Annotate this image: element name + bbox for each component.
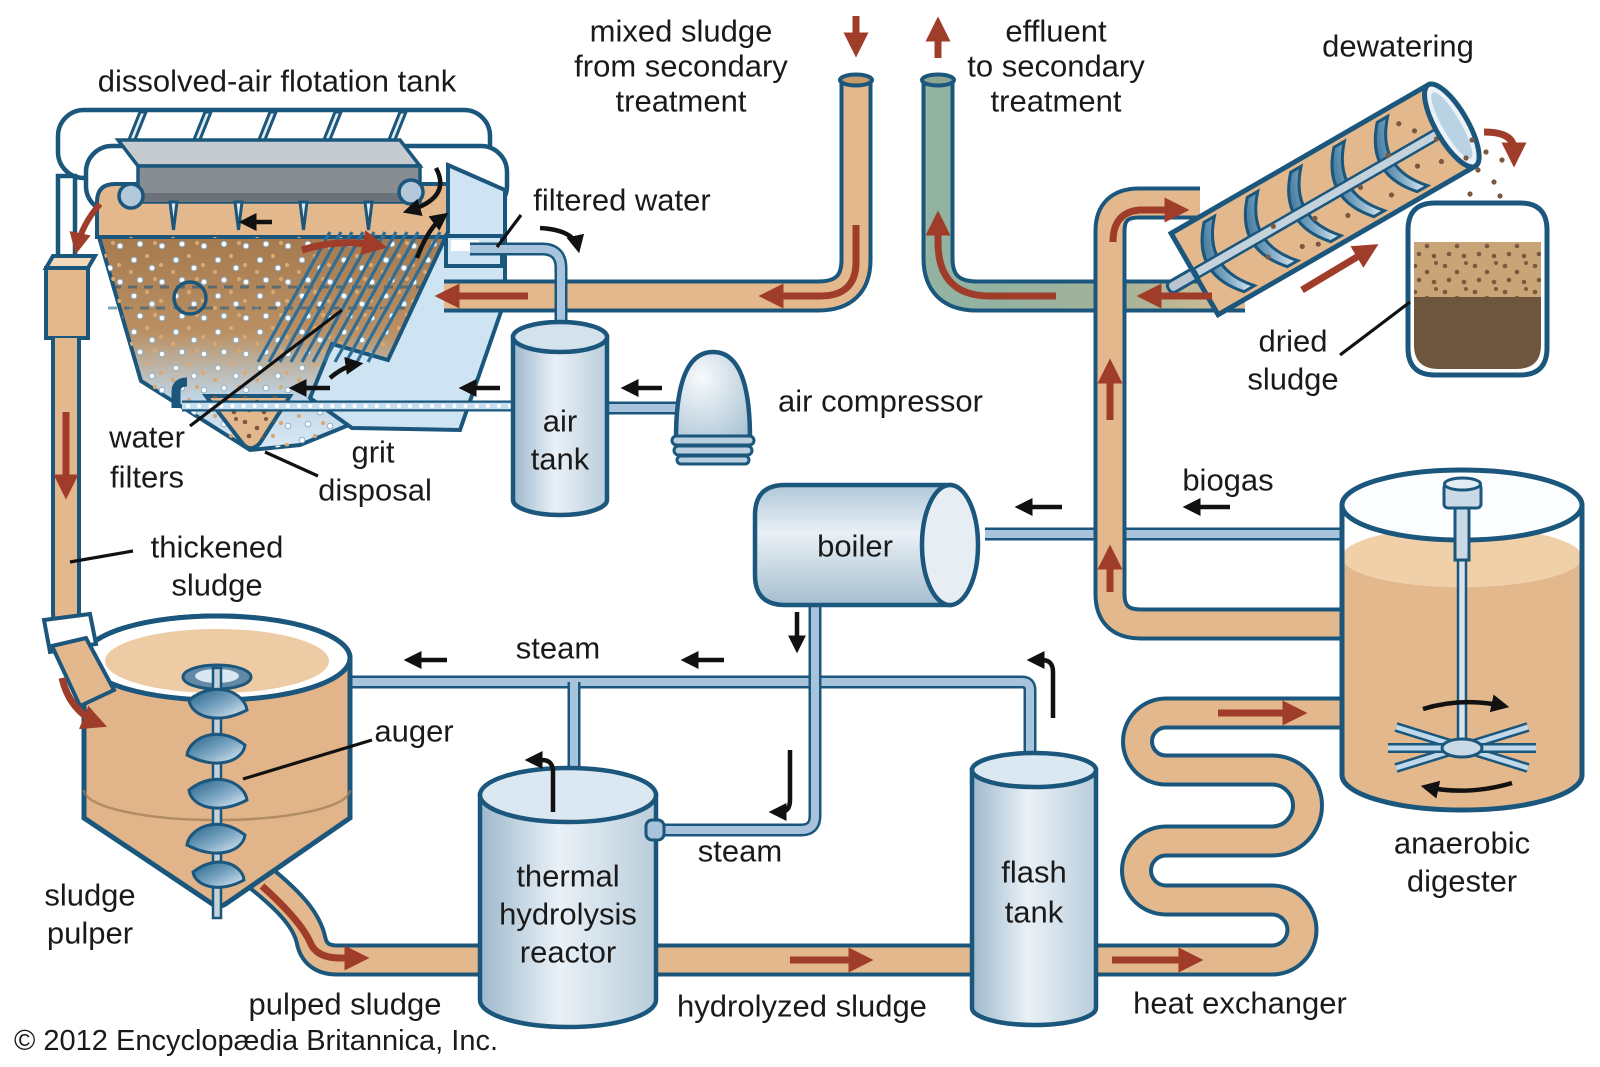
curve-arrow-filter — [328, 356, 364, 380]
flow-arrow-drop — [1483, 128, 1527, 168]
curve-arrow-belt-end — [402, 166, 443, 217]
label-reactor-3: reactor — [520, 935, 616, 970]
label-credit: © 2012 Encyclopædia Britannica, Inc. — [14, 1025, 498, 1057]
label-effluent-1: effluent — [1005, 14, 1107, 49]
arrows — [53, 16, 1527, 973]
label-digester-2: digester — [1407, 864, 1517, 899]
air-tank — [510, 319, 610, 518]
callout-thickened — [69, 549, 134, 564]
steam-nozzle — [644, 818, 666, 842]
label-mixed-sludge-1: mixed sludge — [590, 14, 773, 49]
flow-arrow-into-pulper — [58, 677, 108, 730]
callout-dried — [1339, 300, 1411, 357]
hook-arrow-flash — [1026, 651, 1056, 718]
label-pulped-sludge: pulped sludge — [248, 987, 441, 1022]
label-pulper-1: sludge — [44, 878, 135, 913]
label-flash-1: flash — [1001, 855, 1066, 890]
flow-arrow-effluent-up — [925, 210, 1056, 300]
flotation-tank — [42, 107, 510, 453]
label-flash-2: tank — [1005, 895, 1064, 930]
belt-roller-left — [117, 182, 145, 210]
label-reactor-1: thermal — [516, 859, 619, 894]
label-air-tank-2: tank — [531, 442, 590, 477]
thermal-hydrolysis-reactor — [477, 765, 666, 1030]
flow-arrow-scum — [300, 230, 388, 255]
label-grit-1: grit — [351, 435, 394, 470]
label-auger: auger — [374, 714, 453, 749]
flow-arrow-pulped — [259, 883, 370, 971]
label-dewatering: dewatering — [1322, 29, 1474, 64]
label-air-compressor: air compressor — [778, 384, 983, 419]
dewatering-conveyor — [1165, 81, 1511, 319]
label-thickened-1: thickened — [151, 530, 284, 565]
stirrer — [1388, 476, 1536, 773]
flash-tank — [969, 750, 1099, 1028]
flow-arrow-conveyor — [1300, 244, 1379, 294]
belt-roller-right — [397, 178, 425, 206]
callout-water-filters — [189, 308, 343, 428]
label-hydrolyzed-sludge: hydrolyzed sludge — [677, 989, 927, 1024]
flow-arrow-riser-top — [1109, 197, 1190, 243]
label-effluent-3: treatment — [991, 84, 1122, 119]
air-nozzle — [171, 377, 188, 408]
label-heat-exchanger: heat exchanger — [1133, 986, 1347, 1021]
label-steam-main: steam — [516, 631, 600, 666]
callout-filtered-water — [495, 214, 523, 248]
label-water-filters-2: filters — [110, 460, 184, 495]
label-steam-inlet: steam — [698, 834, 782, 869]
label-digester-1: anaerobic — [1394, 826, 1530, 861]
filtered-water-pipe — [470, 242, 568, 332]
labels: dissolved-air flotation tank mixed sludg… — [14, 14, 1530, 1058]
callout-auger — [242, 738, 373, 781]
curve-arrow-filtered-water — [539, 225, 585, 254]
label-flotation-tank: dissolved-air flotation tank — [98, 64, 457, 99]
label-grit-2: disposal — [318, 473, 432, 508]
hook-arrow-branch — [524, 751, 556, 812]
sludge-pulper — [41, 611, 353, 920]
label-reactor-2: hydrolysis — [499, 897, 637, 932]
curve-arrow-channel-up — [414, 212, 449, 259]
label-boiler: boiler — [817, 529, 893, 564]
auger — [185, 666, 249, 920]
rotate-arrow-bottom — [1420, 780, 1513, 799]
skimmer-belt — [114, 110, 425, 231]
label-air-tank-1: air — [543, 404, 577, 439]
flow-arrow-mixed-bend — [758, 225, 860, 309]
air-compressor — [670, 349, 756, 466]
flow-arrow-housing-left — [69, 201, 103, 255]
steam-main-pipe — [348, 675, 1037, 770]
anaerobic-digester — [1339, 467, 1585, 813]
label-water-filters-1: water — [108, 420, 185, 455]
callout-grit — [264, 450, 319, 478]
callouts — [69, 214, 1411, 781]
conveyor-specks — [1265, 121, 1445, 260]
label-dried-1: dried — [1259, 324, 1328, 359]
thin-pipes — [182, 242, 1037, 837]
label-pulper-2: pulper — [47, 916, 133, 951]
hook-arrow-boiler — [768, 750, 793, 821]
label-mixed-sludge-2: from secondary — [574, 49, 788, 84]
label-effluent-2: to secondary — [967, 49, 1145, 84]
boiler-steam-pipe — [656, 605, 822, 837]
boiler — [752, 482, 981, 608]
label-filtered-water: filtered water — [533, 183, 710, 218]
pulper-inlet-chute — [41, 611, 117, 709]
label-biogas: biogas — [1182, 463, 1273, 498]
rotate-arrow-top — [1422, 694, 1510, 713]
conveyor-screw — [1192, 113, 1452, 294]
label-dried-2: sludge — [1247, 362, 1338, 397]
label-thickened-2: sludge — [171, 568, 262, 603]
label-mixed-sludge-3: treatment — [616, 84, 747, 119]
flotation-leg — [44, 266, 90, 340]
dried-sludge-container — [1405, 200, 1550, 378]
